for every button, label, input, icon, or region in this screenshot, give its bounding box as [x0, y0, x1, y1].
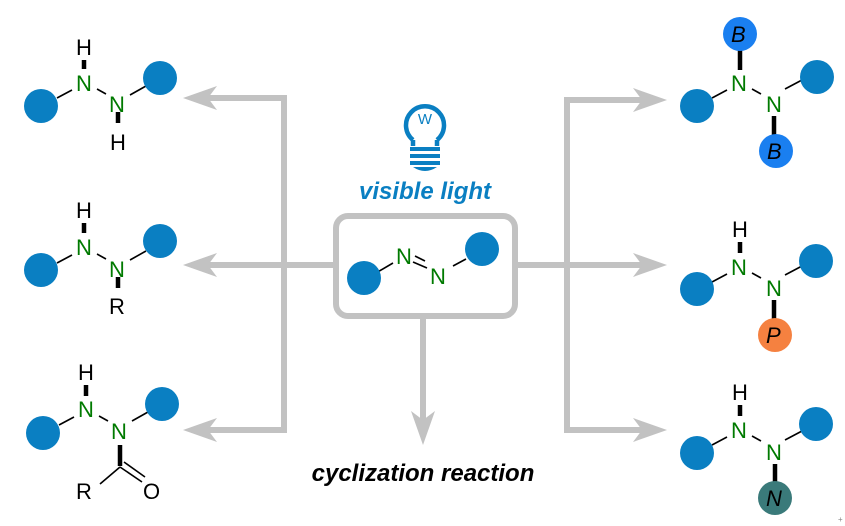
- substituent: [24, 89, 58, 123]
- right-product-diboryl: B N N B: [680, 17, 834, 168]
- atom-n2: N: [766, 92, 782, 117]
- amino-group: [758, 481, 792, 515]
- atom-n1: N: [396, 244, 412, 269]
- arrowhead-left-middle: [183, 253, 217, 277]
- atom-n2: N: [111, 419, 127, 444]
- substituent: [24, 253, 58, 287]
- atom-h-top: H: [76, 35, 92, 60]
- atom-n-group: N: [766, 486, 782, 511]
- atom-n1: N: [731, 418, 747, 443]
- atom-n1: N: [76, 235, 92, 260]
- cyclization-label: cyclization reaction: [312, 460, 535, 487]
- atom-n2: N: [430, 264, 446, 289]
- condition-label: visible light: [359, 178, 492, 205]
- atom-h-top: H: [732, 217, 748, 242]
- atom-n2: N: [109, 257, 125, 282]
- substituent: [680, 436, 714, 470]
- atom-o: O: [143, 479, 160, 504]
- arrowhead-left-bottom: [183, 418, 217, 442]
- substituent: [800, 60, 834, 94]
- corner-mark: +: [838, 515, 843, 524]
- boron-group-top: [723, 17, 757, 51]
- substituent: [680, 272, 714, 306]
- boron-group-bottom: [759, 134, 793, 168]
- atom-n1: N: [731, 71, 747, 96]
- arrowhead-down: [411, 411, 435, 445]
- atom-n2: N: [109, 92, 125, 117]
- left-product-n-substituted: H N N R: [24, 198, 177, 319]
- atom-n2: N: [766, 276, 782, 301]
- arrowhead-right-bottom: [633, 418, 667, 442]
- left-product-acyl: H N N R O: [26, 360, 179, 504]
- atom-r: R: [76, 479, 92, 504]
- atom-h-top: H: [76, 198, 92, 223]
- atom-h-bottom: H: [110, 130, 126, 155]
- atom-n1: N: [78, 397, 94, 422]
- bulb-letter: W: [418, 111, 433, 128]
- atom-r: R: [109, 294, 125, 319]
- atom-b-top: B: [731, 22, 746, 47]
- substituent: [26, 416, 60, 450]
- substituent: [143, 224, 177, 258]
- right-product-n-amino: H N N N: [680, 380, 833, 515]
- arrowhead-right-top: [633, 88, 667, 112]
- left-product-hydrazine: H N N H: [24, 35, 177, 155]
- right-product-phosphinyl: H N N P: [680, 217, 833, 352]
- substituent: [143, 61, 177, 95]
- substituent: [145, 387, 179, 421]
- flow-arrows: [183, 86, 667, 445]
- azo-compound: N N: [347, 232, 499, 295]
- substituent-right: [465, 232, 499, 266]
- arrowhead-right-middle: [633, 253, 667, 277]
- atom-p: P: [766, 323, 781, 348]
- atom-h-top: H: [732, 380, 748, 405]
- atom-b-bottom: B: [767, 139, 782, 164]
- substituent: [799, 407, 833, 441]
- atom-n2: N: [766, 440, 782, 465]
- substituent: [680, 89, 714, 123]
- phosphorus-group: [758, 318, 792, 352]
- substituent: [799, 244, 833, 278]
- arrowhead-left-top: [183, 86, 217, 110]
- light-bulb-icon: W: [403, 104, 447, 171]
- atom-n1: N: [731, 255, 747, 280]
- substituent-left: [347, 261, 381, 295]
- atom-n1: N: [76, 71, 92, 96]
- atom-h-top: H: [78, 360, 94, 385]
